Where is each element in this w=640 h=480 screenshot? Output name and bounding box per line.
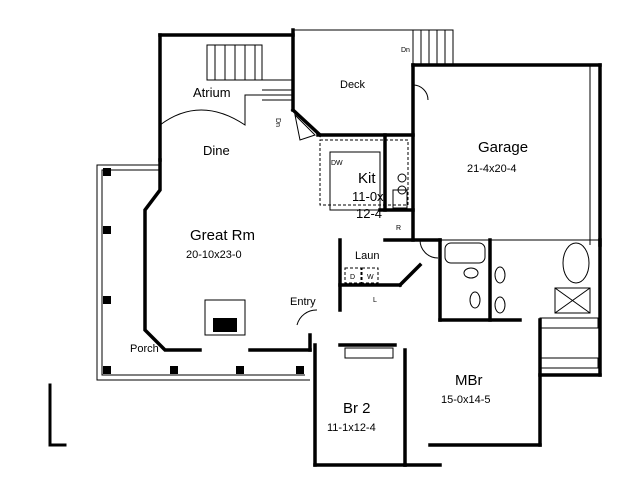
kitchen-dims-1: 11-0x [352,189,384,204]
kitchen-dims-2: 12-4 [356,206,382,221]
washer [361,267,379,284]
room-label-atrium: Atrium [193,85,231,100]
walls [143,28,602,467]
doors [294,84,439,326]
bedroom-2-dims: 11-1x12-4 [327,422,376,434]
room-label-laundry: Laun [355,250,379,262]
linen-label: L [373,297,377,304]
deck-stairs [412,29,454,66]
master-bedroom-dims: 15-0x14-5 [441,394,491,406]
deck-stairs-down-label: Dn [401,47,410,54]
garage-dims: 21-4x20-4 [467,163,517,175]
room-label-dine: Dine [203,143,230,158]
dryer-label: D [350,274,355,281]
room-label-porch: Porch [130,343,159,355]
dryer [344,267,362,284]
great-room-dims: 20-10x23-0 [186,249,242,261]
atrium-stairs-down-label: Dn [274,118,281,127]
dishwasher-label: DW [331,160,343,167]
atrium-stairs [206,44,293,101]
room-label-bedroom-2: Br 2 [343,400,371,417]
fireplace [204,299,246,336]
bath-fixtures [344,242,599,369]
room-label-kitchen: Kit [358,170,376,187]
washer-label: W [367,274,374,281]
room-label-great-room: Great Rm [190,227,255,244]
refrigerator-label: R [396,225,401,232]
room-label-garage: Garage [478,139,528,156]
room-label-master-bedroom: MBr [455,372,483,389]
room-label-deck: Deck [340,79,366,91]
room-label-entry: Entry [290,296,316,308]
kitchen-counters [319,139,409,211]
porch-outline [48,164,310,447]
